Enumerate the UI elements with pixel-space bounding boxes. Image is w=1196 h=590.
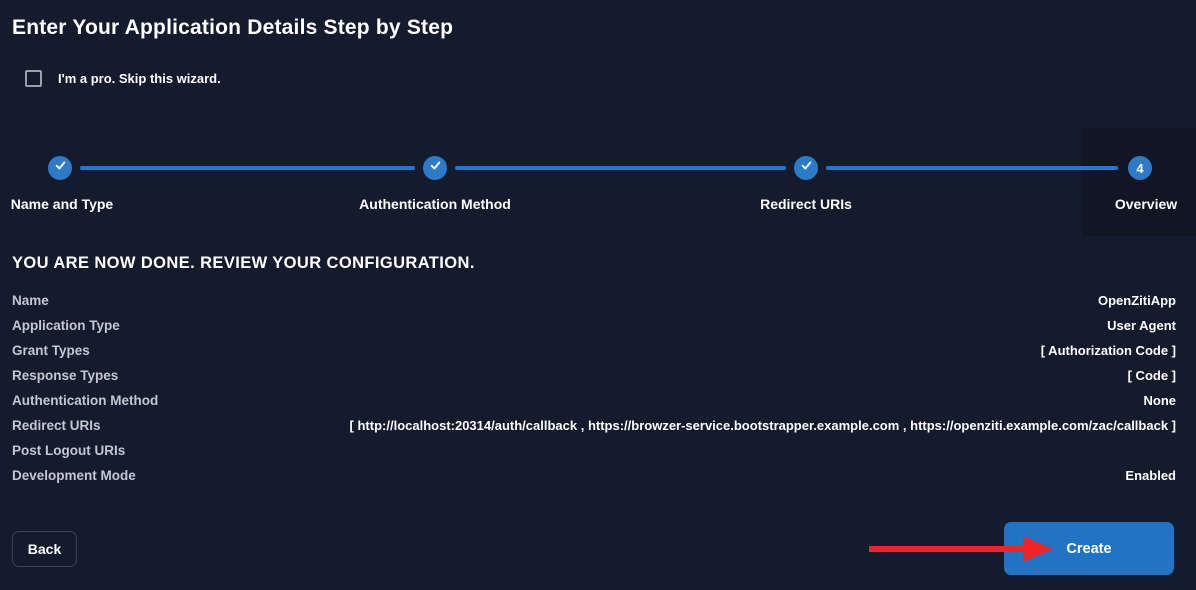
review-value: [ Code ]	[1127, 368, 1176, 383]
check-icon	[800, 159, 813, 177]
review-row-application-type: Application Type User Agent	[12, 313, 1176, 338]
step-4-number: 4	[1136, 160, 1144, 176]
stepper-label-overview: Overview	[1114, 196, 1178, 212]
review-row-post-logout-uris: Post Logout URIs	[12, 438, 1176, 463]
review-label: Application Type	[12, 318, 120, 333]
review-row-development-mode: Development Mode Enabled	[12, 463, 1176, 488]
stepper-label-name-and-type: Name and Type	[10, 196, 114, 212]
annotation-arrow-shaft	[869, 546, 1027, 552]
step-3-circle[interactable]	[794, 156, 818, 180]
review-label: Authentication Method	[12, 393, 159, 408]
step-4-circle[interactable]: 4	[1128, 156, 1152, 180]
review-label: Response Types	[12, 368, 119, 383]
review-label: Grant Types	[12, 343, 90, 358]
review-value: Enabled	[1125, 468, 1176, 483]
review-heading: YOU ARE NOW DONE. REVIEW YOUR CONFIGURAT…	[12, 254, 475, 272]
review-label: Development Mode	[12, 468, 136, 483]
check-icon	[54, 159, 67, 177]
review-label: Redirect URIs	[12, 418, 101, 433]
current-step-highlight-panel	[1082, 128, 1196, 236]
check-icon	[429, 159, 442, 177]
review-value: User Agent	[1107, 318, 1176, 333]
review-label: Post Logout URIs	[12, 443, 126, 458]
skip-wizard-row: I'm a pro. Skip this wizard.	[25, 70, 221, 87]
review-rows: Name OpenZitiApp Application Type User A…	[12, 288, 1176, 488]
review-row-response-types: Response Types [ Code ]	[12, 363, 1176, 388]
review-label: Name	[12, 293, 49, 308]
review-row-authentication-method: Authentication Method None	[12, 388, 1176, 413]
review-row-name: Name OpenZitiApp	[12, 288, 1176, 313]
step-1-circle[interactable]	[48, 156, 72, 180]
review-value: OpenZitiApp	[1098, 293, 1176, 308]
stepper-label-redirect-uris: Redirect URIs	[760, 196, 852, 212]
review-value: [ Authorization Code ]	[1040, 343, 1176, 358]
review-value: None	[1143, 393, 1177, 408]
skip-wizard-checkbox[interactable]	[25, 70, 42, 87]
review-value: [ http://localhost:20314/auth/callback ,…	[349, 418, 1176, 433]
page-title: Enter Your Application Details Step by S…	[12, 16, 454, 39]
stepper-connector-2	[455, 166, 786, 170]
skip-wizard-label: I'm a pro. Skip this wizard.	[58, 71, 221, 86]
back-button[interactable]: Back	[12, 531, 77, 567]
review-row-grant-types: Grant Types [ Authorization Code ]	[12, 338, 1176, 363]
step-2-circle[interactable]	[423, 156, 447, 180]
stepper-connector-3	[826, 166, 1118, 170]
annotation-arrow-head-icon	[1023, 536, 1053, 562]
stepper-label-authentication-method: Authentication Method	[359, 196, 511, 212]
stepper-connector-1	[80, 166, 415, 170]
review-row-redirect-uris: Redirect URIs [ http://localhost:20314/a…	[12, 413, 1176, 438]
